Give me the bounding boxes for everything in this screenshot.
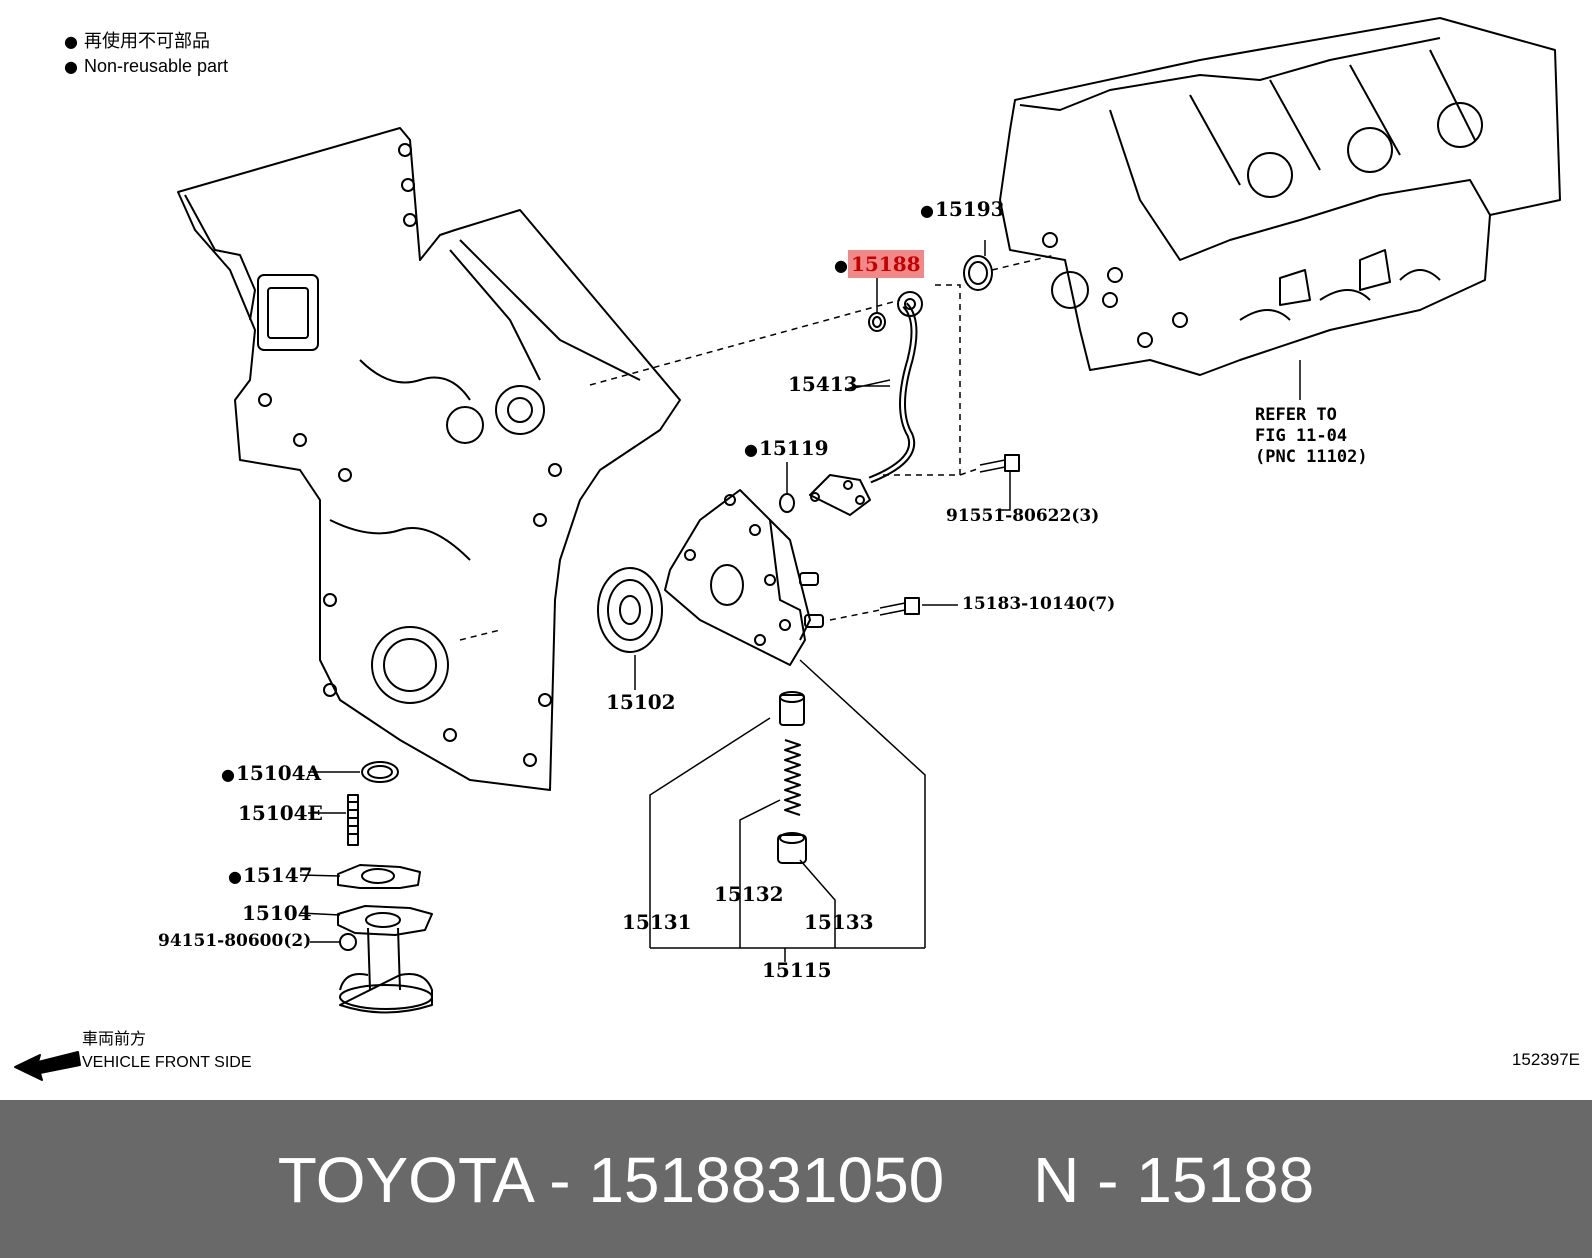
parts-diagram: ●再使用不可部品 ●Non-reusable part 15193 ●15188…	[0, 0, 1592, 1100]
part-15413[interactable]: 15413	[788, 372, 858, 396]
timing-cover-drawing	[177, 127, 681, 791]
part-94151-80600[interactable]: 94151-80600(2)	[158, 931, 312, 951]
part-15193[interactable]: 15193	[920, 199, 1005, 219]
part-15183-10140[interactable]: 15183-10140(7)	[962, 594, 1116, 614]
part-15147[interactable]: 15147	[228, 865, 313, 885]
part-15104A[interactable]: 15104A	[221, 763, 321, 783]
refer-line-3: (PNC 11102)	[1255, 447, 1368, 467]
part-15133[interactable]: 15133	[804, 910, 874, 934]
footer-part-number: TOYOTA - 1518831050 N - 15188	[277, 1144, 1315, 1216]
part-91551-80622[interactable]: 91551-80622(3)	[946, 506, 1100, 526]
part-15188[interactable]: ●15188	[834, 250, 924, 278]
part-15115[interactable]: 15115	[762, 958, 832, 982]
legend-jp-text: 再使用不可部品	[83, 31, 210, 51]
front-side-en: VEHICLE FRONT SIDE	[82, 1054, 252, 1071]
cylinder-block-drawing	[999, 17, 1561, 376]
strainer-drawing	[339, 973, 433, 1014]
refer-line-1: REFER TO	[1255, 405, 1337, 425]
legend-en-text: Non-reusable part	[83, 56, 229, 76]
part-15104E[interactable]: 15104E	[238, 801, 323, 825]
rotor-drawing	[597, 567, 663, 653]
front-side-jp: 車両前方	[82, 1031, 147, 1048]
part-15102[interactable]: 15102	[606, 690, 676, 714]
footer-bar: TOYOTA - 1518831050 N - 15188	[0, 1100, 1592, 1258]
part-15104[interactable]: 15104	[242, 901, 312, 925]
refer-line-2: FIG 11-04	[1255, 426, 1348, 446]
part-15132[interactable]: 15132	[714, 882, 784, 906]
part-15188-highlight[interactable]: 15188	[847, 250, 924, 278]
illustration-code: 152397E	[1511, 1050, 1580, 1069]
oil-pump-body-drawing	[664, 489, 806, 666]
legend-jp: ●再使用不可部品	[64, 31, 210, 51]
legend-en: ●Non-reusable part	[64, 56, 229, 76]
part-15131[interactable]: 15131	[622, 910, 692, 934]
diagram-drawing	[14, 17, 1561, 1081]
part-15119[interactable]: 15119	[744, 438, 829, 458]
